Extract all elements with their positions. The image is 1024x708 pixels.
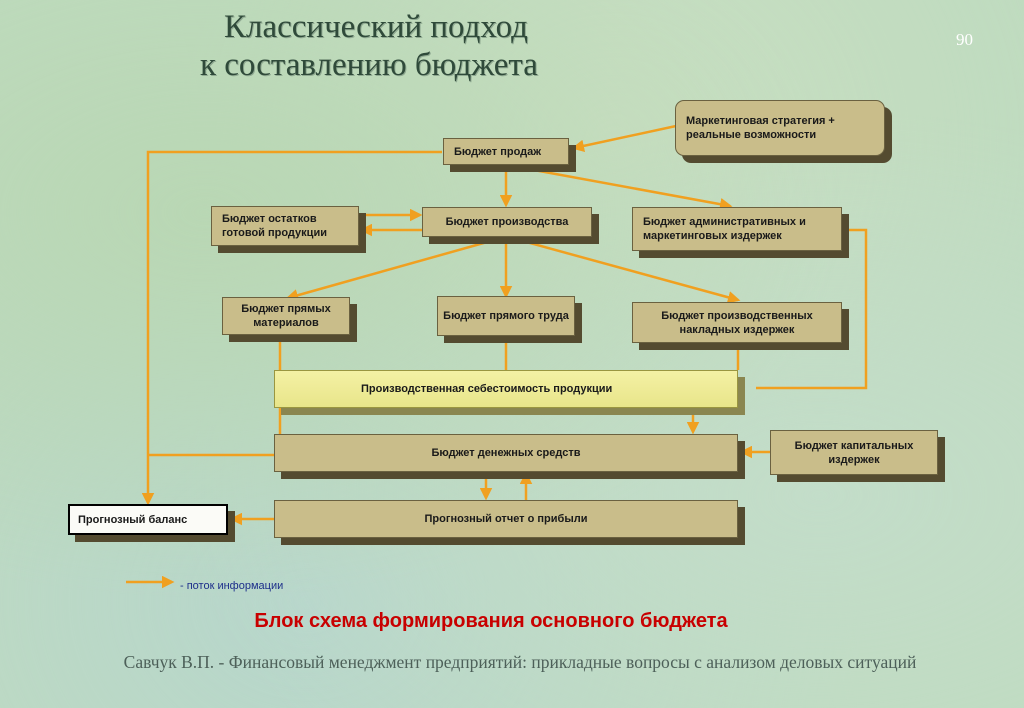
arrow-production-to-materials bbox=[285, 235, 506, 302]
node-admin-marketing-budget-label: Бюджет административных и маркетинговых … bbox=[643, 216, 806, 242]
node-direct-materials-budget: Бюджет прямых материалов bbox=[222, 297, 350, 335]
arrow-sales-to-balance bbox=[141, 150, 442, 506]
node-sales-budget-label: Бюджет продаж bbox=[454, 145, 542, 158]
node-direct-labor-budget: Бюджет прямого труда bbox=[437, 296, 575, 336]
diagram-subtitle: Блок схема формирования основного бюджет… bbox=[254, 610, 728, 632]
node-direct-labor-budget-label: Бюджет прямого труда bbox=[443, 310, 569, 322]
footer-citation: Савчук В.П. - Финансовый менеджмент пред… bbox=[123, 652, 917, 672]
legend-label: - поток информации bbox=[180, 580, 284, 592]
node-forecast-balance-label: Прогнозный баланс bbox=[78, 513, 188, 526]
node-capital-budget-label: Бюджет капитальных издержек bbox=[794, 439, 914, 466]
arrow-production-to-overhead bbox=[507, 235, 741, 304]
node-forecast-income: Прогнозный отчет о прибыли bbox=[274, 500, 738, 538]
node-cost-of-goods-label: Производственная себестоимость продукции bbox=[361, 383, 613, 395]
arrow-sales-to-admin bbox=[511, 164, 733, 211]
node-cash-budget: Бюджет денежных средств bbox=[274, 434, 738, 472]
node-admin-marketing-budget: Бюджет административных и маркетинговых … bbox=[632, 207, 842, 251]
node-direct-materials-budget-label: Бюджет прямых материалов bbox=[241, 303, 331, 329]
node-production-budget-label: Бюджет производства bbox=[445, 216, 569, 228]
node-marketing-strategy-label: Маркетинговая стратегия + реальные возмо… bbox=[686, 115, 835, 141]
arrow-marketing-to-sales bbox=[571, 124, 677, 153]
node-overhead-budget: Бюджет производственных накладных издерж… bbox=[632, 302, 842, 343]
node-finished-goods-budget: Бюджет остатков готовой продукции bbox=[211, 206, 359, 246]
node-sales-budget: Бюджет продаж bbox=[443, 138, 569, 165]
node-forecast-income-label: Прогнозный отчет о прибыли bbox=[424, 513, 588, 525]
node-cash-budget-label: Бюджет денежных средств bbox=[431, 447, 581, 459]
title-line-1: Классический подход bbox=[224, 9, 528, 45]
node-finished-goods-budget-label: Бюджет остатков готовой продукции bbox=[222, 213, 327, 239]
node-capital-budget: Бюджет капитальных издержек bbox=[770, 430, 938, 475]
node-production-budget: Бюджет производства bbox=[422, 207, 592, 237]
page-number: 90 bbox=[956, 30, 973, 49]
page-title: Классический подход к составлению бюджет… bbox=[200, 8, 660, 84]
node-overhead-budget-label: Бюджет производственных накладных издерж… bbox=[661, 309, 813, 336]
arrow-admin-to-cash bbox=[756, 228, 868, 390]
node-cost-of-goods: Производственная себестоимость продукции bbox=[274, 370, 738, 408]
node-marketing-strategy: Маркетинговая стратегия + реальные возмо… bbox=[675, 100, 885, 156]
title-line-2: к составлению бюджета bbox=[200, 47, 538, 83]
node-forecast-balance: Прогнозный баланс bbox=[68, 504, 228, 535]
